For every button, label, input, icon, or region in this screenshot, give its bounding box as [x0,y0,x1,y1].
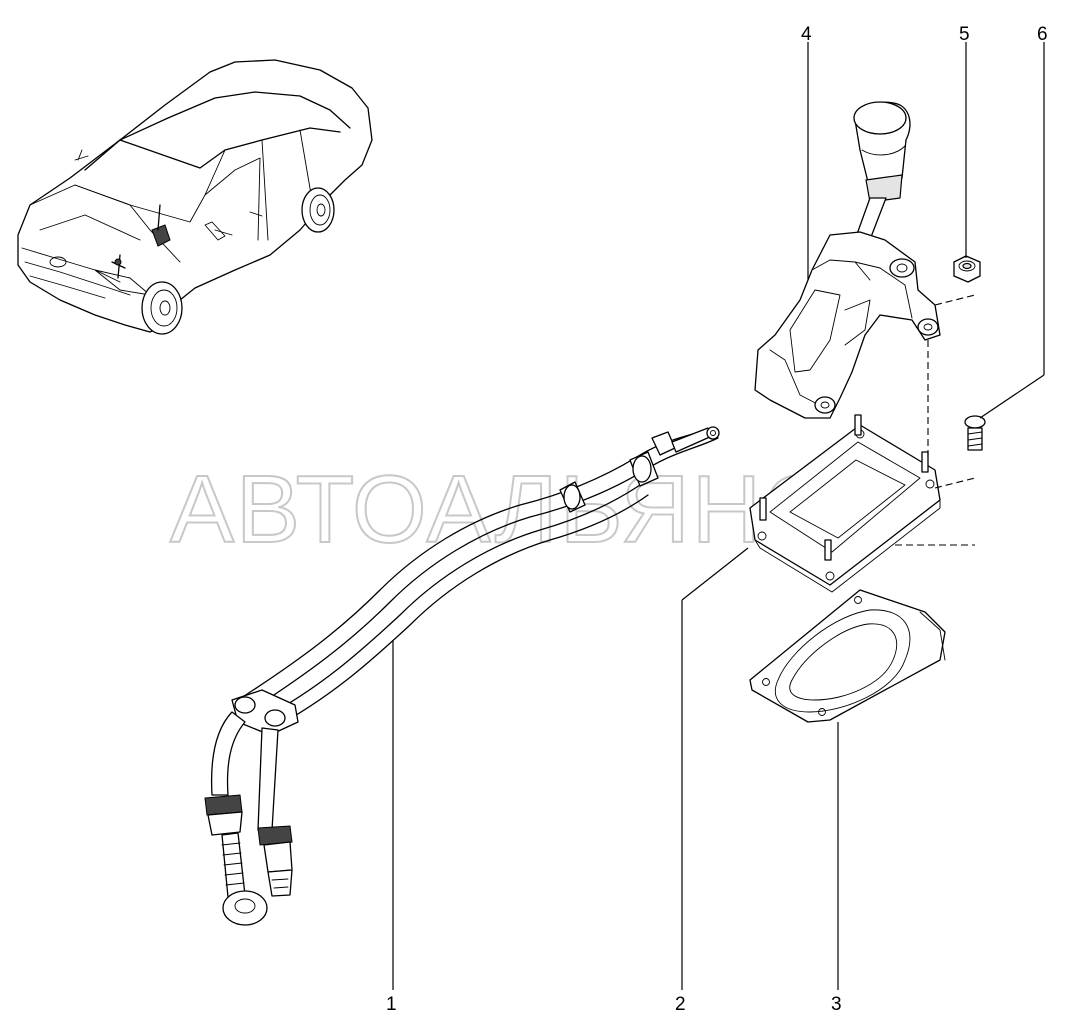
callout-6: 6 [1037,24,1048,45]
callout-1: 1 [386,994,397,1015]
part-6-bolt [964,415,986,451]
callout-4: 4 [801,24,812,45]
part-4-gear-shift-lever [754,101,941,419]
leader-lines [392,42,1045,990]
callout-2: 2 [675,994,686,1015]
callout-3: 3 [831,994,842,1015]
car-location-inset [17,59,373,335]
part-5-nut [953,255,981,283]
callout-5: 5 [959,24,970,45]
part-1-shift-cables [204,426,720,926]
part-2-base-plate [749,414,941,593]
watermark-text: АВТОАЛЬЯНС [170,456,834,563]
callout-numbers: 1 2 3 4 5 6 [386,24,1048,1015]
part-3-gasket [749,589,946,723]
